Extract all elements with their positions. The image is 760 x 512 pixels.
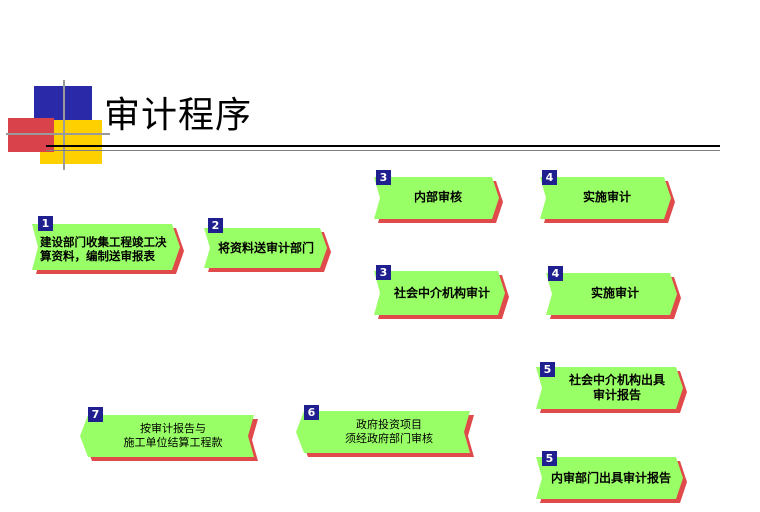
step-3-agency-box: 3 社会中介机构审计 (374, 265, 509, 319)
step-4-agency-text: 实施审计 (590, 285, 639, 300)
step-6-number: 6 (304, 405, 319, 420)
step-7-number: 7 (88, 407, 103, 422)
step-5-agency-report-number: 5 (540, 362, 555, 377)
step-7-box: 7 按审计报告与 施工单位结算工程款 (80, 407, 258, 461)
step-5-internal-report-number: 5 (542, 451, 557, 466)
step-7-text: 按审计报告与 施工单位结算工程款 (123, 422, 223, 449)
step-2-text: 将资料送审计部门 (217, 240, 314, 255)
step-arrow-shape (80, 415, 258, 461)
step-arrow-shape (536, 367, 687, 413)
logo-decoration (0, 0, 120, 180)
step-arrow-shape (546, 273, 681, 319)
step-arrow-shape (540, 177, 675, 223)
step-3-agency-number: 3 (376, 265, 391, 280)
step-arrow-shape (204, 228, 331, 272)
step-3-internal-text: 内部审核 (413, 189, 462, 204)
step-2-number: 2 (208, 218, 223, 233)
step-4-agency-number: 4 (548, 266, 563, 281)
step-arrow-shape (296, 411, 474, 457)
step-arrow-shape (374, 271, 509, 319)
page-title: 审计程序 (104, 95, 253, 136)
step-1-box: 1 建设部门收集工程竣工决算资料，编制送审报表 (32, 216, 184, 274)
step-4-internal-text: 实施审计 (582, 189, 631, 204)
step-5-agency-report-text: 社会中介机构出具 审计报告 (568, 373, 665, 402)
step-3-agency-text: 社会中介机构审计 (393, 285, 490, 300)
step-1-number: 1 (38, 216, 53, 231)
step-3-internal-box: 3 内部审核 (374, 170, 503, 223)
step-5-agency-report-box: 5 社会中介机构出具 审计报告 (536, 362, 687, 413)
step-arrow-shape (536, 457, 687, 503)
title-divider (46, 145, 720, 147)
step-arrow-shape (32, 224, 184, 274)
step-5-internal-report-text: 内审部门出具审计报告 (550, 470, 671, 485)
step-3-internal-number: 3 (376, 170, 391, 185)
step-2-box: 2 将资料送审计部门 (204, 218, 331, 272)
step-6-text: 政府投资项目 须经政府部门审核 (345, 418, 433, 445)
title-divider-shadow (46, 150, 720, 151)
step-arrow-shape (374, 177, 503, 223)
step-5-internal-report-box: 5 内审部门出具审计报告 (536, 451, 687, 503)
step-4-agency-box: 4 实施审计 (546, 266, 681, 319)
step-6-box: 6 政府投资项目 须经政府部门审核 (296, 405, 474, 457)
step-1-text: 建设部门收集工程竣工决算资料，编制送审报表 (40, 235, 167, 263)
step-4-internal-number: 4 (542, 170, 557, 185)
step-4-internal-box: 4 实施审计 (540, 170, 675, 223)
